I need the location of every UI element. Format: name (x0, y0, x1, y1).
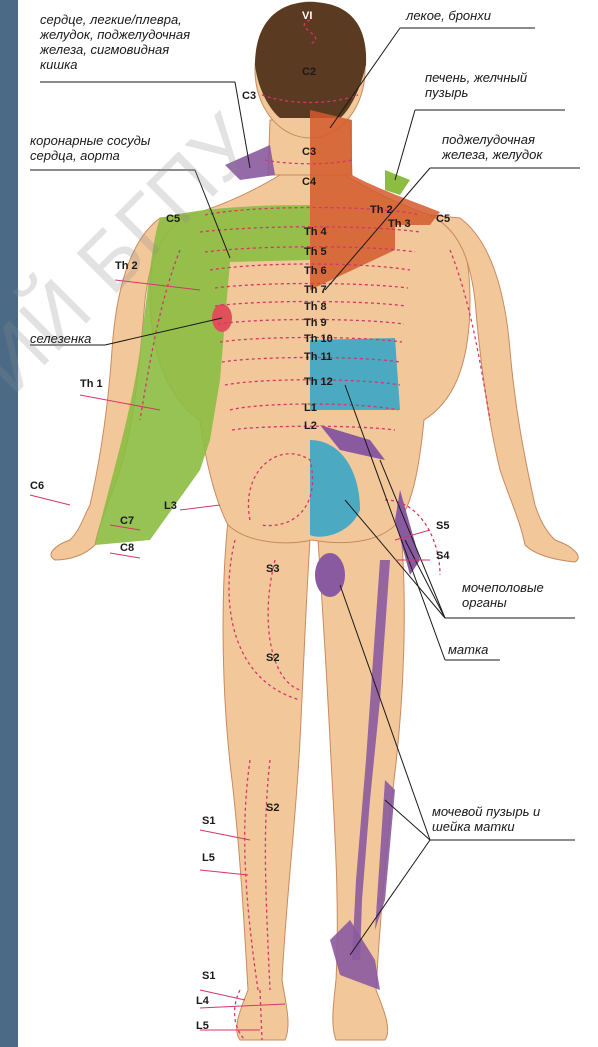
label-bladder-cervix: мочевой пузырь и шейка матки (432, 804, 540, 834)
seg-c5-left: C5 (166, 213, 180, 225)
seg-s5: S5 (436, 520, 449, 532)
seg-l5-foot: L5 (196, 1020, 209, 1032)
seg-th8: Th 8 (304, 301, 327, 313)
seg-th1: Th 1 (80, 378, 103, 390)
seg-l4-foot: L4 (196, 995, 209, 1007)
liver-zone (385, 170, 410, 195)
pancreas-zone (310, 338, 400, 410)
label-uterus: матка (448, 642, 488, 657)
seg-th5: Th 5 (304, 246, 327, 258)
seg-th3: Th 3 (388, 218, 411, 230)
seg-c8: C8 (120, 542, 134, 554)
seg-l3: L3 (164, 500, 177, 512)
seg-c4: C4 (302, 176, 316, 188)
seg-th6: Th 6 (304, 265, 327, 277)
seg-s2-thigh: S2 (266, 652, 279, 664)
seg-l2: L2 (304, 420, 317, 432)
label-coronary: коронарные сосуды сердца, аорта (30, 133, 150, 163)
seg-c3-neck: C3 (242, 90, 256, 102)
label-lungs-bronchi: лекое, бронхи (406, 8, 491, 23)
label-spleen: селезенка (30, 331, 91, 346)
seg-th7: Th 7 (304, 284, 327, 296)
seg-th9: Th 9 (304, 317, 327, 329)
uterus-zone (315, 553, 345, 597)
seg-th12: Th 12 (304, 376, 333, 388)
label-pancreas: поджелудочная железа, желудок (442, 132, 543, 162)
seg-c5-right: C5 (436, 213, 450, 225)
seg-th4: Th 4 (304, 226, 327, 238)
seg-c2: C2 (302, 66, 316, 78)
seg-v1: VI (302, 10, 312, 22)
seg-l1: L1 (304, 402, 317, 414)
seg-th11: Th 11 (304, 351, 332, 363)
seg-l5-leg: L5 (202, 852, 215, 864)
seg-s4: S4 (436, 550, 449, 562)
seg-s1-foot: S1 (202, 970, 215, 982)
left-leg (223, 520, 310, 1040)
seg-th2-left: Th 2 (115, 260, 138, 272)
seg-c6: C6 (30, 480, 44, 492)
seg-c7: C7 (120, 515, 134, 527)
seg-s1-leg: S1 (202, 815, 215, 827)
seg-c3: C3 (302, 146, 316, 158)
seg-th2-right: Th 2 (370, 204, 393, 216)
seg-s3: S3 (266, 563, 279, 575)
label-heart-lungs: сердце, легкие/плевра, желудок, поджелуд… (40, 12, 190, 72)
seg-th10: Th 10 (304, 333, 333, 345)
label-genitourinary: мочеполовые органы (462, 580, 544, 610)
label-liver: печень, желчный пузырь (425, 70, 527, 100)
seg-s2-calf: S2 (266, 802, 279, 814)
